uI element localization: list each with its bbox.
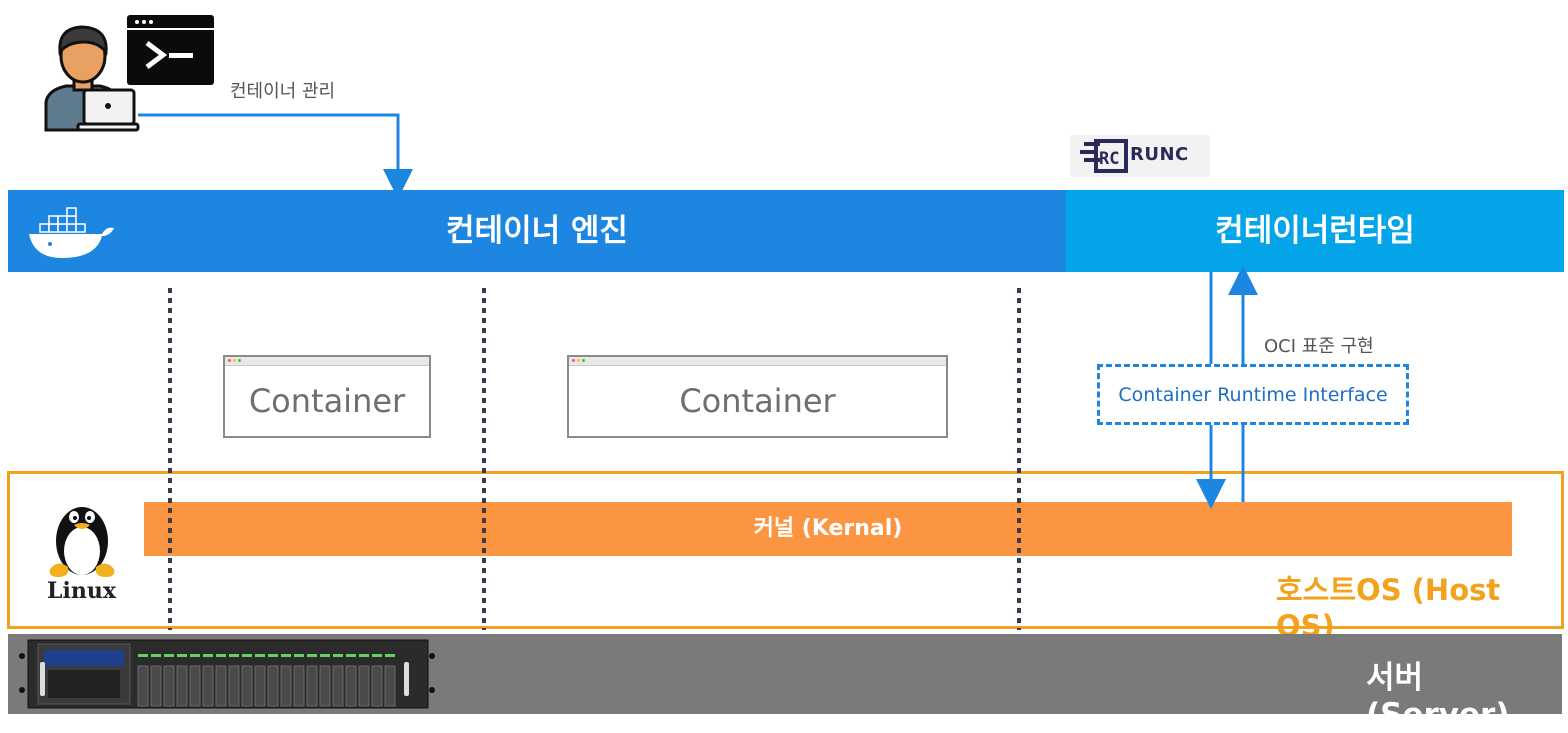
host-os-label: 호스트OS (Host OS) [1276, 573, 1501, 643]
tux-penguin-icon [49, 507, 115, 577]
container-label: Container [679, 381, 836, 420]
container-management-label: 컨테이너 관리 [230, 81, 336, 102]
runc-logo-icon: RC [1070, 135, 1210, 177]
oci-standard-label: OCI 표준 구현 [1264, 336, 1374, 357]
server-label: 서버 (Server) [1366, 660, 1510, 733]
container-box: Container [223, 355, 431, 438]
container-label: Container [248, 381, 406, 420]
terminal-icon [127, 15, 214, 85]
container-runtime-interface-box: Container Runtime Interface [1097, 364, 1409, 425]
runc-label: RUNC [1130, 144, 1189, 165]
server-bar: 서버 (Server) [8, 634, 1562, 733]
host-os-frame [7, 471, 1564, 629]
svg-text:RC: RC [1099, 149, 1119, 169]
kernel-label: 커널 (Kernal) [753, 516, 903, 541]
linux-label: Linux [47, 578, 116, 604]
kernel-bar: 커널 (Kernal) [144, 502, 1512, 556]
container-engine-bar: 컨테이너 엔진 [8, 190, 1066, 272]
rack-server-icon [19, 639, 435, 709]
docker-whale-icon [29, 207, 114, 258]
container-engine-title: 컨테이너 엔진 [446, 213, 628, 249]
container-runtime-bar: 컨테이너런타임 [1066, 190, 1564, 272]
manage-arrow [138, 113, 413, 199]
container-box: Container [567, 355, 948, 438]
container-runtime-title: 컨테이너런타임 [1215, 213, 1415, 249]
